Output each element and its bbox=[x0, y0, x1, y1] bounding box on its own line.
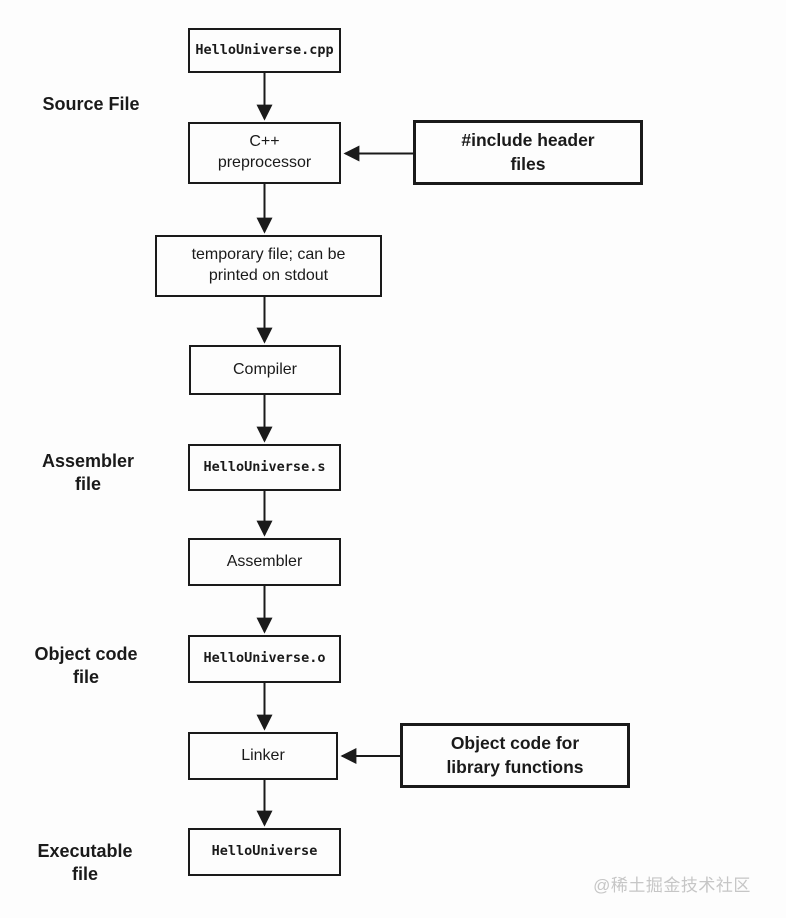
node-assembler-file: HelloUniverse.s bbox=[188, 444, 341, 491]
node-assembler: Assembler bbox=[188, 538, 341, 586]
label-assembler-file: Assembler file bbox=[41, 451, 135, 495]
node-source-file: HelloUniverse.cpp bbox=[188, 28, 341, 73]
node-object-file: HelloUniverse.o bbox=[188, 635, 341, 683]
node-include-headers: #include header files bbox=[413, 120, 643, 185]
node-preprocessor: C++ preprocessor bbox=[188, 122, 341, 184]
node-executable: HelloUniverse bbox=[188, 828, 341, 876]
label-source-file: Source File bbox=[42, 94, 140, 114]
node-linker: Linker bbox=[188, 732, 338, 780]
node-library-object: Object code for library functions bbox=[400, 723, 630, 788]
label-object-code-file: Object code file bbox=[34, 644, 138, 688]
node-compiler: Compiler bbox=[189, 345, 341, 395]
watermark: @稀土掘金技术社区 bbox=[593, 876, 751, 895]
node-temp-file: temporary file; can be printed on stdout bbox=[155, 235, 382, 297]
label-executable-file: Executable file bbox=[37, 841, 133, 885]
